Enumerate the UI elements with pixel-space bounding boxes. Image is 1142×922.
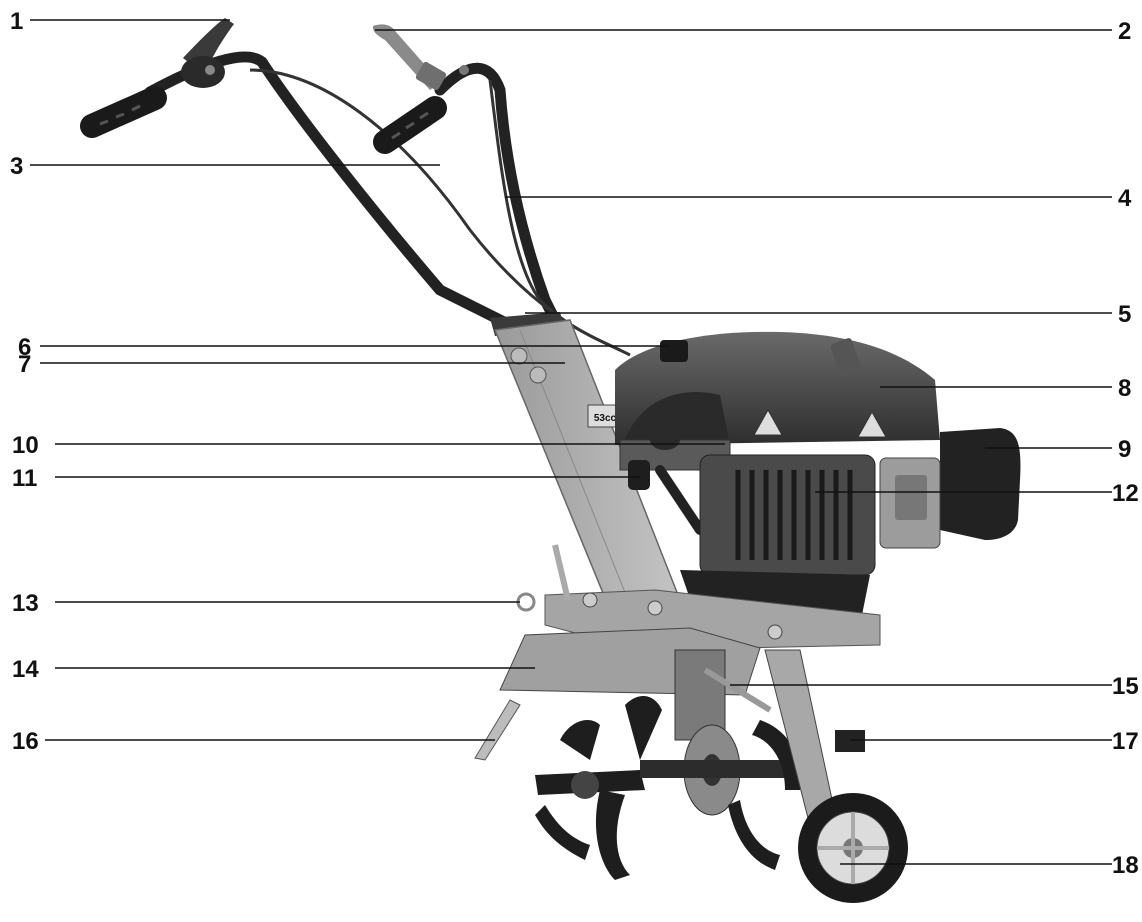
callout-10: 10 bbox=[12, 432, 39, 459]
tines-right bbox=[728, 720, 801, 870]
tines-left bbox=[535, 695, 662, 880]
handlebar-left bbox=[144, 51, 526, 336]
callout-8: 8 bbox=[1118, 375, 1131, 402]
engine-cover bbox=[615, 331, 940, 445]
callout-3: 3 bbox=[10, 153, 23, 180]
callout-6: 6 bbox=[18, 334, 31, 361]
callout-16: 16 bbox=[12, 728, 39, 755]
callout-5: 5 bbox=[1118, 301, 1131, 328]
adjust-bolt-lower bbox=[529, 366, 547, 384]
handlebar-right bbox=[434, 62, 566, 336]
callout-9: 9 bbox=[1118, 436, 1131, 463]
callout-4: 4 bbox=[1118, 185, 1132, 212]
callout-7: 7 bbox=[18, 351, 31, 378]
clutch-lever bbox=[372, 24, 469, 91]
left-grip bbox=[80, 86, 167, 138]
spark-plug bbox=[628, 460, 705, 535]
right-grip bbox=[373, 96, 447, 154]
clutch-cable bbox=[488, 79, 631, 357]
tine-hub bbox=[640, 724, 800, 816]
callout-1: 1 bbox=[10, 8, 23, 35]
callout-2: 2 bbox=[1118, 18, 1131, 45]
callout-12: 12 bbox=[1112, 480, 1139, 507]
callout-15: 15 bbox=[1112, 673, 1139, 700]
tiller-illustration: 53cc bbox=[80, 18, 1021, 903]
adjust-bolt-upper bbox=[510, 347, 528, 365]
leader-lines bbox=[30, 19, 1112, 865]
throttle-lever bbox=[181, 18, 234, 88]
warning-triangle-icon bbox=[753, 408, 783, 436]
callout-17: 17 bbox=[1112, 728, 1139, 755]
callout-18: 18 bbox=[1112, 852, 1139, 879]
engine-badge-text: 53cc bbox=[594, 413, 617, 424]
warning-triangle-icon-2 bbox=[857, 410, 887, 438]
callout-14: 14 bbox=[12, 656, 39, 683]
callout-numbers: 1 3 6 7 10 11 13 14 16 2 4 5 8 9 12 15 1… bbox=[10, 8, 1139, 879]
callout-11: 11 bbox=[12, 465, 37, 492]
transport-wheel bbox=[798, 793, 908, 903]
callout-13: 13 bbox=[12, 590, 39, 617]
air-filter bbox=[940, 428, 1021, 540]
gearbox bbox=[674, 649, 726, 741]
starter-housing bbox=[699, 454, 941, 576]
brake-stake bbox=[474, 699, 521, 761]
